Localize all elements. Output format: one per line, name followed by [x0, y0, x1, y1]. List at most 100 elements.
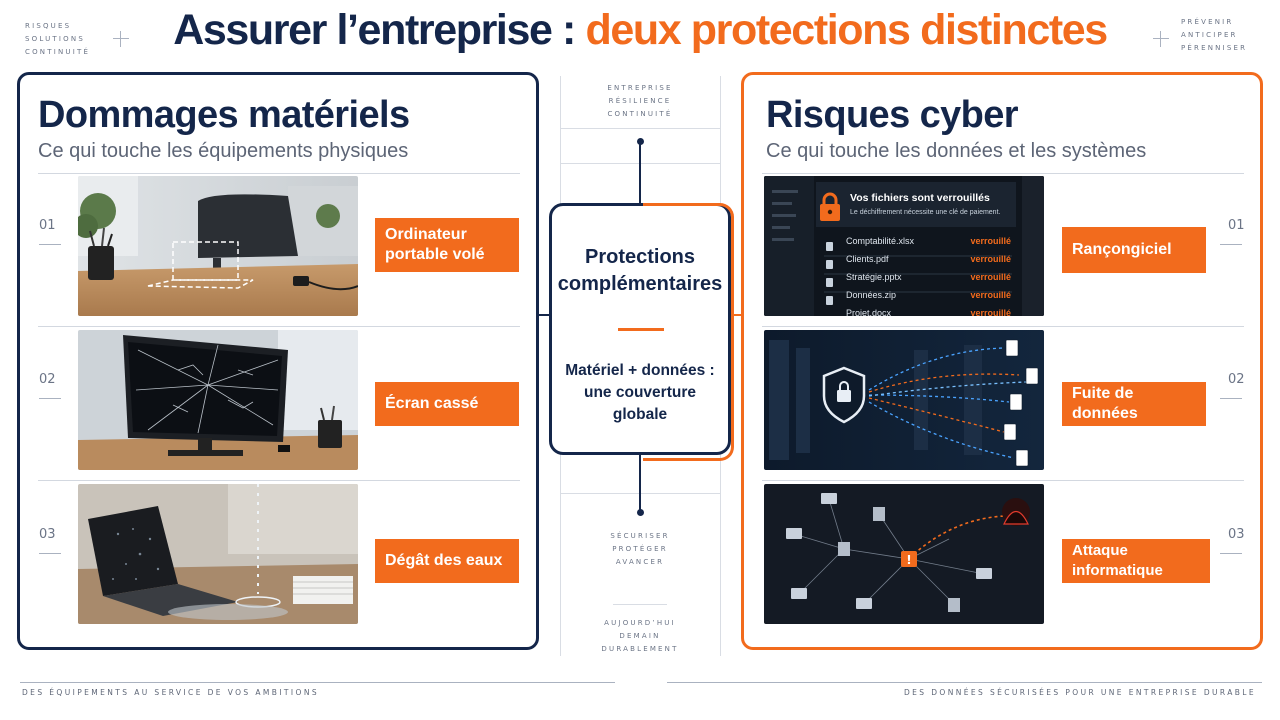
material-damage-panel: Dommages matériels Ce qui touche les équ… — [17, 72, 539, 650]
keyword: SÉCURISER — [610, 532, 670, 540]
broken-screen-photo — [78, 330, 358, 470]
file-status: verrouillé — [970, 308, 1011, 316]
guide-line — [560, 128, 720, 129]
keyword: CONTINUITÉ — [607, 110, 673, 118]
ransomware-screen-photo: Vos fichiers sont verrouillés Le déchiff… — [764, 176, 1044, 316]
tag-line: Dégât des eaux — [385, 552, 503, 569]
keyword: RÉSILIENCE — [608, 97, 672, 105]
keyword: PROTÉGER — [612, 545, 668, 553]
footer-line — [667, 682, 1262, 683]
connector-dot — [637, 138, 644, 145]
keyword: ENTREPRISE — [607, 84, 673, 92]
accent-bar — [618, 328, 664, 331]
ransom-subtext: Le déchiffrement nécessite une clé de pa… — [850, 209, 1001, 216]
center-bottom-keywords: AUJOURD’HUI DEMAIN DURABLEMENT — [560, 617, 720, 656]
risk-tag-ransomware: Rançongiciel — [1062, 227, 1206, 273]
connector-dot — [637, 509, 644, 516]
center-text-line: une couverture — [584, 384, 696, 401]
file-name: Stratégie.pptx — [846, 272, 902, 282]
number-underline — [1220, 553, 1242, 554]
risk-tag-stolen-laptop: Ordinateur portable volé — [375, 218, 519, 272]
risk-tag-broken-screen: Écran cassé — [375, 382, 519, 426]
item-number: 01 — [1228, 218, 1245, 233]
complementary-protection-box: Protections complémentaires Matériel + d… — [549, 203, 734, 461]
keyword: PRÉVENIR — [1181, 18, 1234, 26]
center-title-line: complémentaires — [557, 273, 723, 295]
risk-tag-cyber-attack: Attaque informatique — [1062, 539, 1210, 583]
file-name: Comptabilité.xlsx — [846, 236, 915, 246]
number-underline — [39, 244, 61, 245]
footer-left-text: DES ÉQUIPEMENTS AU SERVICE DE VOS AMBITI… — [22, 688, 319, 697]
file-name: Données.zip — [846, 290, 897, 300]
tag-line: Attaque informatique — [1072, 542, 1163, 579]
center-top-keywords: ENTREPRISE RÉSILIENCE CONTINUITÉ — [560, 82, 720, 121]
file-status: verrouillé — [970, 290, 1011, 300]
title-accent: deux protections distinctes — [585, 6, 1109, 54]
center-text-line: Matériel + données : — [565, 362, 715, 379]
keyword: SOLUTIONS — [25, 35, 85, 43]
tag-line: portable volé — [385, 246, 485, 263]
keyword: RISQUES — [25, 22, 72, 30]
number-underline — [1220, 398, 1242, 399]
number-underline — [39, 398, 61, 399]
ransom-heading: Vos fichiers sont verrouillés — [850, 192, 990, 204]
locked-file-row: Données.zip verrouillé — [846, 286, 1011, 304]
footer-line — [20, 682, 615, 683]
footer-right-text: DES DONNÉES SÉCURISÉES POUR UNE ENTREPRI… — [903, 688, 1256, 697]
center-text-line: globale — [612, 406, 668, 423]
water-damage-photo — [78, 484, 358, 624]
panel-title: Dommages matériels — [38, 94, 410, 136]
item-number: 01 — [39, 218, 56, 233]
divider — [762, 326, 1244, 327]
item-number: 02 — [39, 372, 56, 387]
connector-line — [731, 314, 741, 316]
keyword: AVANCER — [615, 558, 665, 566]
keyword: PÉRENNISER — [1181, 44, 1248, 52]
keyword: ANTICIPER — [1181, 31, 1238, 39]
divider — [38, 173, 520, 174]
divider — [762, 480, 1244, 481]
locked-file-row: Stratégie.pptx verrouillé — [846, 268, 1011, 286]
guide-line — [613, 604, 667, 605]
locked-file-row: Projet.docx verrouillé — [846, 304, 1011, 316]
center-mid-keywords: SÉCURISER PROTÉGER AVANCER — [560, 530, 720, 569]
stolen-laptop-photo — [78, 176, 358, 316]
tag-line: Écran cassé — [385, 395, 479, 412]
keyword: DEMAIN — [619, 632, 661, 640]
cross-mark-icon — [1153, 31, 1169, 47]
item-number: 02 — [1228, 372, 1245, 387]
center-text: Matériel + données : une couverture glob… — [552, 360, 728, 426]
keyword: AUJOURD’HUI — [604, 619, 676, 627]
file-status: verrouillé — [970, 254, 1011, 264]
number-underline — [39, 553, 61, 554]
connector-line — [639, 142, 641, 203]
header-right-keywords: PRÉVENIR ANTICIPER PÉRENNISER — [1181, 16, 1247, 55]
cyber-risk-panel: Risques cyber Ce qui touche les données … — [741, 72, 1263, 650]
title-main: Assurer l’entreprise : — [173, 6, 586, 54]
file-name: Clients.pdf — [846, 254, 889, 264]
connector-line — [539, 314, 549, 316]
keyword: CONTINUITÉ — [25, 48, 91, 56]
header-left-keywords: RISQUES SOLUTIONS CONTINUITÉ — [25, 20, 90, 59]
center-title-line: Protections — [584, 246, 696, 268]
network-attack-photo: ! — [764, 484, 1044, 624]
data-leak-photo — [764, 330, 1044, 470]
page-title: Assurer l’entreprise : deux protections … — [0, 4, 1280, 56]
tag-line: Ordinateur — [385, 226, 467, 243]
locked-file-row: Clients.pdf verrouillé — [846, 250, 1011, 268]
risk-tag-water-damage: Dégât des eaux — [375, 539, 519, 583]
file-name: Projet.docx — [846, 308, 892, 316]
panel-title: Risques cyber — [766, 94, 1019, 136]
center-title: Protections complémentaires — [552, 244, 728, 298]
hacker-icon — [1003, 510, 1029, 525]
divider — [762, 173, 1244, 174]
risk-tag-data-leak: Fuite de données — [1062, 382, 1206, 426]
panel-subtitle: Ce qui touche les équipements physiques — [38, 140, 409, 162]
keyword: DURABLEMENT — [601, 645, 679, 653]
connector-line — [639, 455, 641, 513]
panel-subtitle: Ce qui touche les données et les système… — [766, 140, 1147, 162]
item-number: 03 — [39, 527, 56, 542]
file-status: verrouillé — [970, 272, 1011, 282]
